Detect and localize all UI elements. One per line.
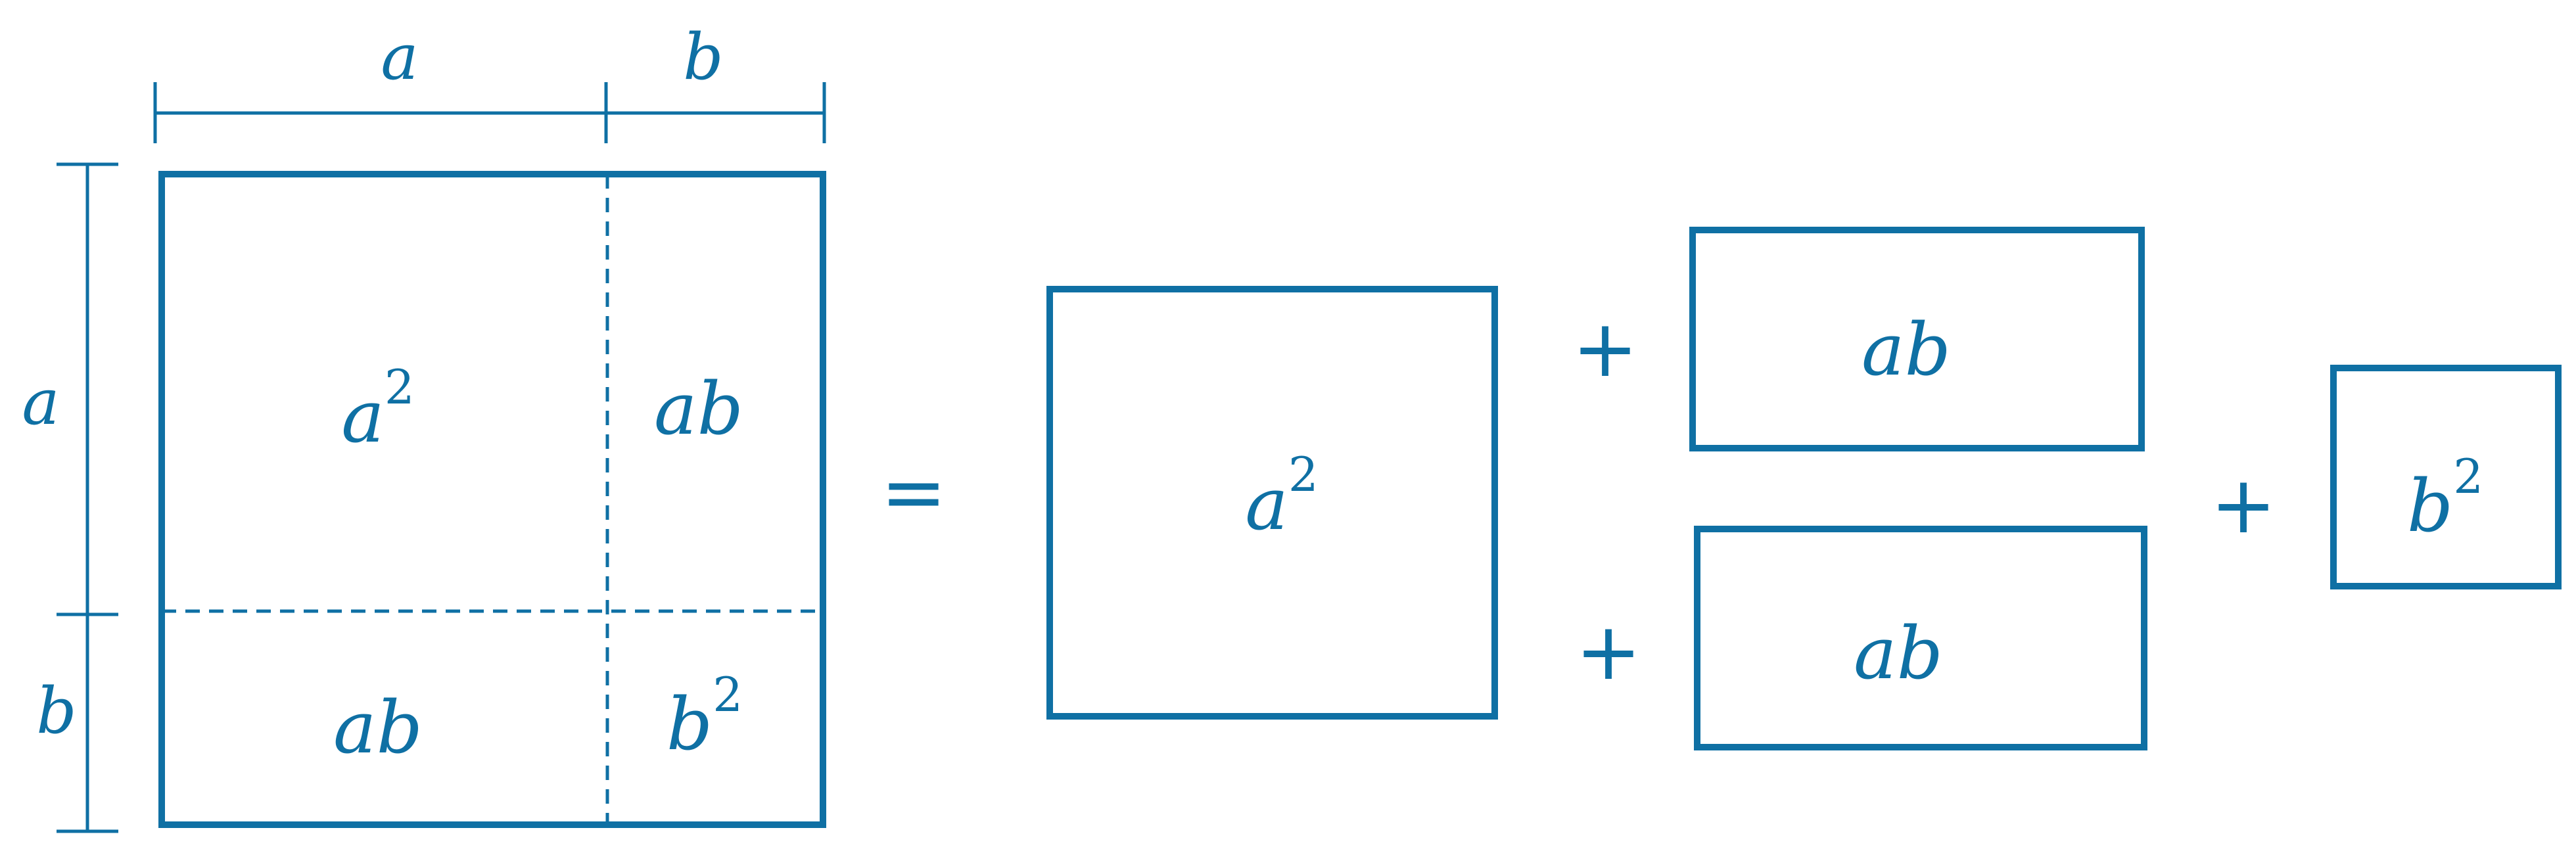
left-dimension <box>57 162 118 833</box>
left-label-b: b <box>36 674 76 748</box>
square-b-squared-label: b2 <box>2407 449 2483 548</box>
plus-sign-3: + <box>2211 460 2277 551</box>
b-base: b <box>2407 464 2453 548</box>
a-exponent: 2 <box>385 359 415 415</box>
big-square-a-squared: a2 <box>341 359 414 459</box>
a-exponent: 2 <box>1288 447 1319 502</box>
big-square-b-squared: b2 <box>667 667 743 766</box>
square-a-squared <box>1046 286 1498 720</box>
big-square-ab-bottom-left: ab <box>333 685 423 770</box>
plus-sign-1: + <box>1572 304 1639 395</box>
top-label-a: a <box>381 20 418 94</box>
b-base: b <box>667 682 713 766</box>
a-base: a <box>1245 462 1288 546</box>
big-square <box>158 171 826 828</box>
equals-sign: = <box>881 447 947 538</box>
rect-ab-bottom-label: ab <box>1854 611 1943 695</box>
rect-ab-top-label: ab <box>1862 308 1951 392</box>
rect-ab-bottom <box>1694 526 2147 750</box>
rect-ab-top <box>1689 227 2145 451</box>
top-label-b: b <box>683 20 723 94</box>
big-square-ab-top-right: ab <box>654 367 743 451</box>
b-exponent: 2 <box>713 667 743 722</box>
a-base: a <box>341 375 385 459</box>
b-exponent: 2 <box>2453 449 2483 504</box>
square-a-squared-label: a2 <box>1245 447 1318 546</box>
left-label-a: a <box>22 365 59 439</box>
top-dimension <box>153 82 826 143</box>
plus-sign-2: + <box>1576 607 1642 698</box>
square-b-squared <box>2330 365 2562 589</box>
